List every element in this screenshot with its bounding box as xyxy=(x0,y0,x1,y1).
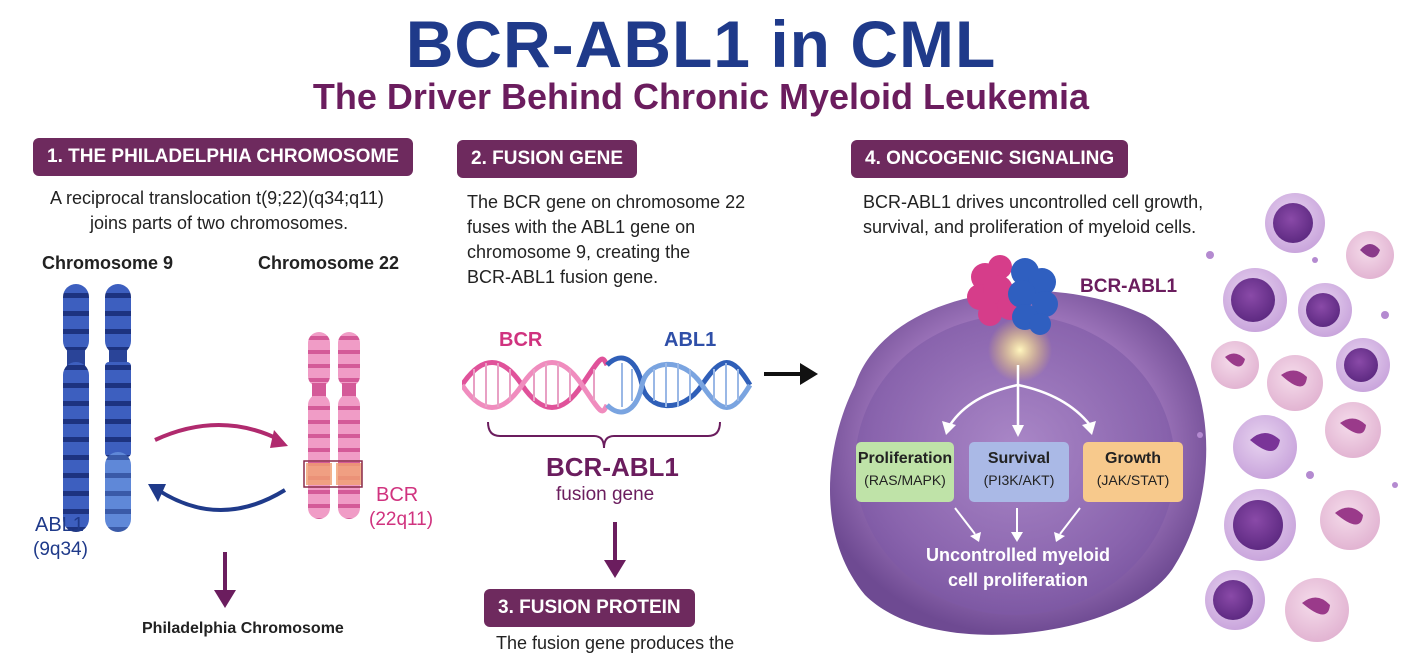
signaling-arrows xyxy=(942,365,1096,437)
translocation-arrows xyxy=(148,423,288,512)
chromosome-22-illustration xyxy=(303,332,363,519)
pathway-name: Proliferation xyxy=(857,450,953,467)
fusion-gene-sub: fusion gene xyxy=(556,484,655,505)
arrow-down-icon xyxy=(604,522,626,578)
arrow-right-icon xyxy=(764,363,818,385)
pathway-proliferation: Proliferation (RAS/MAPK) xyxy=(856,442,954,502)
pathway-name: Growth xyxy=(1105,450,1161,467)
section1-badge: 1. THE PHILADELPHIA CHROMOSOME xyxy=(33,138,413,176)
chr22-label: Chromosome 22 xyxy=(258,253,400,273)
arrow-down-icon xyxy=(214,552,236,608)
abl1-locus: (9q34) xyxy=(33,539,88,560)
section3-badge: 3. FUSION PROTEIN xyxy=(484,589,695,627)
fusion-gene-title: BCR-ABL1 xyxy=(546,452,679,482)
pathway-growth: Growth (JAK/STAT) xyxy=(1083,442,1183,502)
outcome-line1: Uncontrolled myeloid xyxy=(925,545,1111,565)
dna-abl1-label: ABL1 xyxy=(664,329,717,351)
converging-arrows xyxy=(954,507,1081,542)
section2-desc-line1: The BCR gene on chromosome 22 xyxy=(467,192,746,212)
page-title: BCR-ABL1 in CML xyxy=(405,7,997,81)
chr9-label: Chromosome 9 xyxy=(42,253,174,273)
pathway-name: Survival xyxy=(987,450,1051,467)
section4-desc-line1: BCR-ABL1 drives uncontrolled cell growth… xyxy=(863,192,1204,212)
section1-desc-line1: A reciprocal translocation t(9;22)(q34;q… xyxy=(50,188,384,208)
philadelphia-chromosome-label: Philadelphia Chromosome xyxy=(142,620,344,637)
section3-desc: The fusion gene produces the xyxy=(496,633,735,653)
page-subtitle: The Driver Behind Chronic Myeloid Leukem… xyxy=(312,76,1090,117)
pathway-sub: (PI3K/AKT) xyxy=(983,472,1055,488)
bcr-abl1-protein-icon xyxy=(967,255,1058,335)
fusion-bracket xyxy=(487,421,721,449)
pathway-sub: (RAS/MAPK) xyxy=(864,472,946,488)
bcr-locus: (22q11) xyxy=(369,509,434,530)
bcr-label-chr22: BCR xyxy=(376,484,419,506)
dna-helix-illustration xyxy=(462,355,752,415)
dna-bcr-label: BCR xyxy=(499,329,543,351)
section2-desc-line3: chromosome 9, creating the xyxy=(467,242,691,262)
section2-desc-line2: fuses with the ABL1 gene on xyxy=(467,217,696,237)
chromosome-9-illustration xyxy=(63,284,131,532)
section2-badge: 2. FUSION GENE xyxy=(457,140,638,178)
section4-badge: 4. ONCOGENIC SIGNALING xyxy=(851,140,1129,178)
leukemia-cells-cluster xyxy=(1197,193,1398,642)
protein-label: BCR-ABL1 xyxy=(1080,276,1178,297)
outcome-line2: cell proliferation xyxy=(947,570,1089,590)
section2-desc-line4: BCR-ABL1 fusion gene. xyxy=(467,267,659,287)
abl1-label: ABL1 xyxy=(35,514,84,536)
pathway-survival: Survival (PI3K/AKT) xyxy=(969,442,1069,502)
section4-desc-line2: survival, and proliferation of myeloid c… xyxy=(863,217,1197,237)
section1-desc-line2: joins parts of two chromosomes. xyxy=(90,213,349,233)
pathway-sub: (JAK/STAT) xyxy=(1096,472,1170,488)
